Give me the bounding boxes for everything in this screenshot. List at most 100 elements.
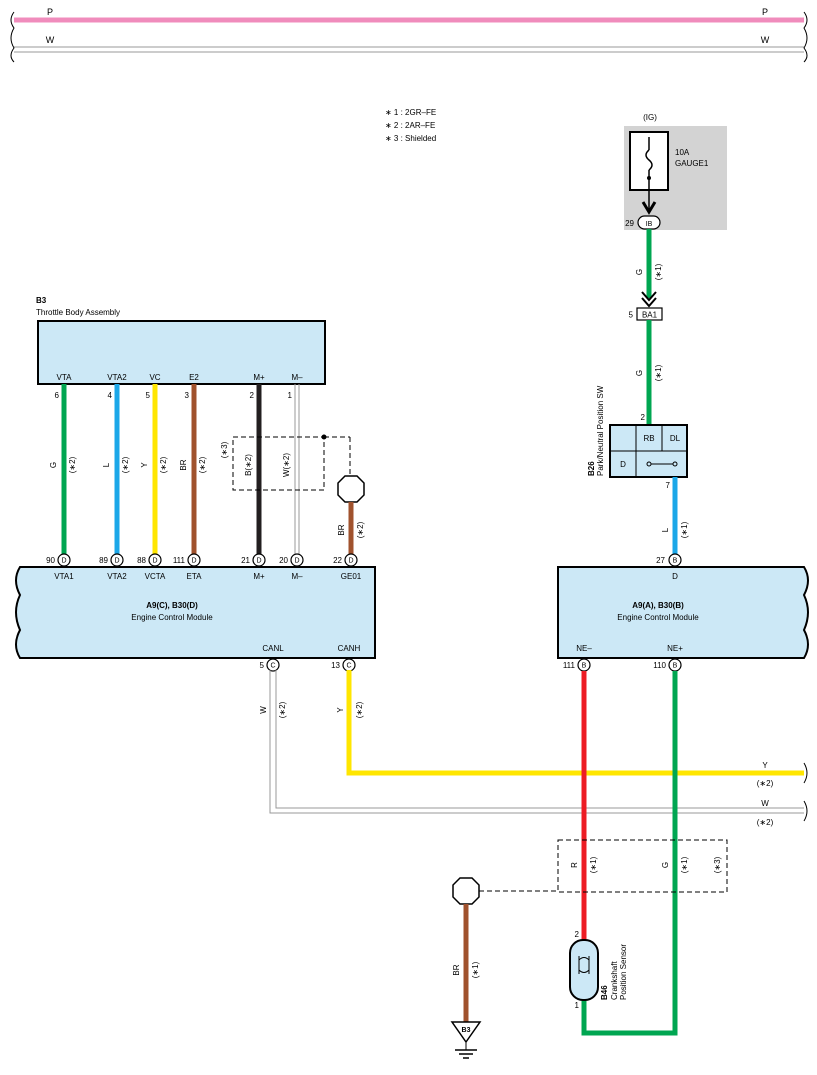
ecm-right-pin-d-name: D [672,572,678,581]
wire-g-ne-color: G [661,862,670,868]
top-wires: P P W W [10,7,808,63]
ecm-left-bottom-name: CANH [338,644,361,653]
wire-w-right-color: W [761,799,769,808]
tb-pin-num: 5 [146,391,151,400]
ecm-left-box [15,566,376,659]
wire-g-ne-note: (∗1) [680,856,689,873]
tb-pin-num: 1 [288,391,293,400]
wire-r-note: (∗1) [589,856,598,873]
throttle-body-name: Throttle Body Assembly [36,308,120,317]
wire-y-right-note: (∗2) [757,779,774,788]
crank-sensor-body [569,939,599,1001]
throttle-body-assembly: B3 Throttle Body Assembly VTA6VTA24VC5E2… [36,296,326,400]
ne-wires: R (∗1) G (∗1) (∗3) [557,671,728,1036]
tb-pin-name: VTA2 [107,373,127,382]
ecm-left-top-conn: D [294,558,299,565]
ecm-left-bottom-num: 5 [260,661,265,670]
tb-wire-color: B(∗2) [244,454,253,476]
tb-pin-name: M+ [253,373,265,382]
ecm-right-ne-minus-conn: B [582,663,587,670]
wire-g-top-note: (∗1) [654,263,663,280]
ecm-right-name: Engine Control Module [617,613,699,622]
notes-legend: ∗ 1 : 2GR–FE ∗ 2 : 2AR–FE ∗ 3 : Shielded [385,108,436,143]
ecm-right-ne-plus-name: NE+ [667,644,683,653]
switch-pin-bottom: 7 [666,481,671,490]
crank-line1: Crankshaft [610,961,619,1000]
tb-wire-color: L [102,462,111,467]
ba1-label: BA1 [642,311,658,320]
wire-y-can-note: (∗2) [355,701,364,718]
p-label-right: P [762,7,768,17]
throttle-body-wires: G(∗2)L(∗2)Y(∗2)BR(∗2)B(∗2)W(∗2) [49,384,300,555]
switch-contact-b [672,461,678,467]
tb-wire-note: (∗2) [121,456,130,473]
ecm-left-bottom-conn: C [346,663,351,670]
ecm-right-ne-minus-name: NE– [576,644,592,653]
wire-g-mid-note: (∗1) [654,364,663,381]
wire-w-canl-b [275,670,804,809]
wire-w-canl-a [269,670,804,814]
fuse-block: (IG) 10A GAUGE1 IB 29 [624,113,727,230]
ecm-left-bottom-terminal [266,658,280,672]
ecm-left-top-pins: D90VTA1D89VTA2D88VCTAD111ETAD21M+D20M–D2… [46,553,362,581]
ecm-left-top-num: 22 [333,556,342,565]
ecm-left-top-terminal [187,553,201,567]
ecm-left-top-num: 89 [99,556,108,565]
ecm-left-top-terminal [252,553,266,567]
ecm-right: A9(A), B30(B) Engine Control Module B 27… [557,553,809,672]
fuse-arrow-icon [641,201,657,215]
break-mark-right [803,11,808,63]
shield-ne-note: (∗3) [713,856,722,873]
ecm-left-top-num: 20 [279,556,288,565]
ecm-left-top-num: 21 [241,556,250,565]
tb-pin-name: M– [291,373,303,382]
break-mark-left [10,11,15,63]
ba1-chevron-icon [641,291,657,308]
ecm-left-title: A9(C), B30(D) [146,601,198,610]
ecm-left-top-name: ETA [187,572,203,581]
switch-d: D [620,460,626,469]
fuse-rating: 10A [675,148,690,157]
wire-r-color: R [570,862,579,868]
crankshaft-position-sensor: 2 1 B46 Crankshaft Position Sensor [569,930,628,1010]
ecm-left-top-conn: D [256,558,261,565]
w-label-left: W [46,35,55,45]
wire-w-right-note: (∗2) [757,818,774,827]
ig-label: (IG) [643,113,657,122]
ecm-left-top-name: M+ [253,572,265,581]
wire-br-ge01-note: (∗2) [356,521,365,538]
ecm-right-ne-minus-num: 111 [563,661,576,670]
ecm-left-top-terminal [148,553,162,567]
shield-ne-wires [557,839,728,893]
ecm-left-bottom-conn: C [270,663,275,670]
ecm-left-top-name: VTA1 [54,572,74,581]
ecm-left-top-conn: D [61,558,66,565]
can-wires: W (∗2) Y (∗2) Y (∗2) W (∗2) [259,670,808,827]
switch-code: B26 [587,461,596,476]
tb-pin-num: 4 [108,391,113,400]
switch-pin-top: 2 [641,413,646,422]
ba1-pin-number: 5 [629,311,634,320]
ground-triangle-icon [450,1021,482,1044]
ge01-shield-ground: BR (∗2) [324,436,365,556]
ecm-left-bottom-name: CANL [262,644,284,653]
ecm-left-top-name: GE01 [341,572,362,581]
switch-name: Park/Neutral Position SW [596,385,605,476]
fuse-dot [647,176,651,180]
tb-wire-color: G [49,462,58,468]
tb-pin-name: VTA [57,373,73,382]
tb-wire-note: (∗2) [159,456,168,473]
ecm-left-top-name: VTA2 [107,572,127,581]
park-neutral-switch: 2 RB DL D B26 Park/Neutral Position SW 7 [587,385,688,490]
ecm-right-ne-plus-conn: B [673,663,678,670]
wire-g-top-color: G [635,269,644,275]
ecm-left: A9(C), B30(D) Engine Control Module D90V… [15,553,376,672]
ecm-right-box [557,566,809,659]
ba1-connector: BA1 5 [629,291,663,321]
ecm-left-top-conn: D [191,558,196,565]
ecm-left-top-num: 88 [137,556,146,565]
ecm-left-name: Engine Control Module [131,613,213,622]
switch-rb: RB [643,434,654,443]
wire-g-ne-plus [581,671,678,1036]
